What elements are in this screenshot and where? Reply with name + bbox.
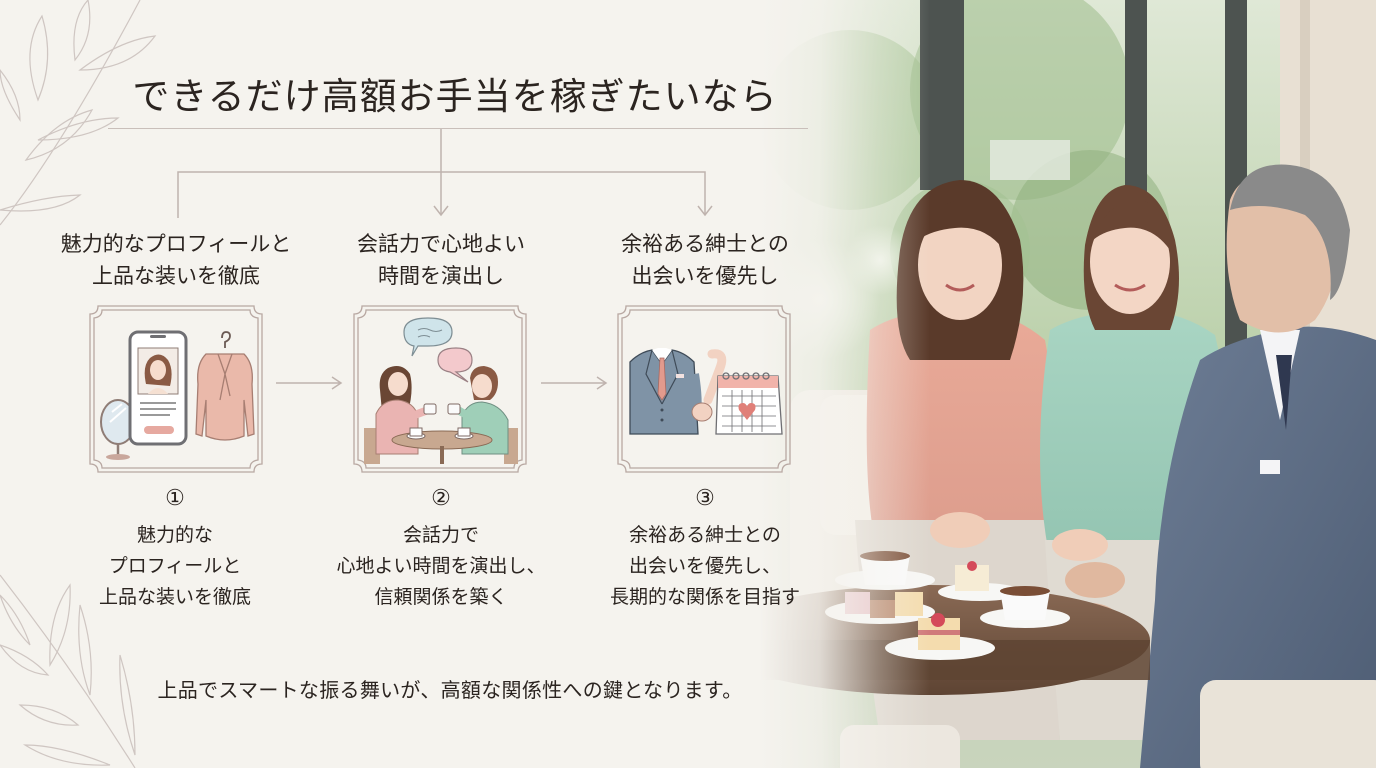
step-2-illustration-frame [352, 304, 528, 474]
flow-connector-lines [177, 129, 713, 218]
step-1-heading: 魅力的なプロフィールと 上品な装いを徹底 [36, 228, 316, 292]
ornate-frame-icon [89, 305, 263, 473]
page-title: できるだけ高額お手当を稼ぎたいなら [132, 75, 778, 118]
title-divider [108, 128, 808, 129]
step-3-heading: 余裕ある紳士との 出会いを優先し [565, 228, 845, 292]
gentleman-holding-hands-calendar-heart-illustration [629, 348, 783, 435]
arrow-right-icon [276, 376, 343, 390]
two-women-cafe-conversation-illustration [364, 317, 518, 464]
arrow-right-icon [541, 376, 608, 390]
step-1-caption-line-1: 魅力的な [136, 524, 213, 546]
cafe-scene-photo [760, 0, 1376, 768]
step-2-heading: 会話力で心地よい 時間を演出し [301, 228, 581, 292]
ornate-frame-icon [617, 305, 791, 473]
step-1-caption: 魅力的な プロフィールと 上品な装いを徹底 [35, 520, 315, 613]
step-2-caption-line-2: 心地よい時間を演出し、 [336, 555, 546, 577]
step-3-illustration-frame [616, 304, 792, 474]
step-3-heading-line-2: 出会いを優先し [631, 264, 779, 288]
step-2-caption-line-1: 会話力で [402, 524, 479, 546]
step-2-heading-line-1: 会話力で心地よい [357, 232, 525, 256]
step-2-heading-line-2: 時間を演出し [378, 264, 504, 288]
step-1-number: ① [165, 486, 185, 511]
step-1-heading-line-2: 上品な装いを徹底 [92, 264, 260, 288]
step-3-heading-line-1: 余裕ある紳士との [621, 232, 789, 256]
phone-profile-blouse-mirror-illustration [100, 330, 255, 460]
step-3-caption-line-1: 余裕ある紳士との [629, 524, 781, 546]
footer-summary: 上品でスマートな振る舞いが、高額な関係性への鍵となります。 [157, 678, 743, 702]
step-3-number: ③ [695, 486, 715, 511]
step-3-caption: 余裕ある紳士との 出会いを優先し、 長期的な関係を目指す [565, 520, 845, 613]
step-2-caption-line-3: 信頼関係を築く [374, 586, 508, 608]
photo-illustration [760, 0, 1376, 768]
step-1-caption-line-2: プロフィールと [108, 555, 242, 577]
step-1-illustration-frame [88, 304, 264, 474]
step-1-heading-line-1: 魅力的なプロフィールと [60, 232, 292, 256]
step-2-caption: 会話力で 心地よい時間を演出し、 信頼関係を築く [301, 520, 581, 613]
ornate-frame-icon [353, 305, 527, 473]
step-2-number: ② [431, 486, 451, 511]
step-1-caption-line-3: 上品な装いを徹底 [98, 586, 251, 608]
step-3-caption-line-3: 長期的な関係を目指す [609, 586, 800, 608]
step-3-caption-line-2: 出会いを優先し、 [628, 555, 781, 577]
